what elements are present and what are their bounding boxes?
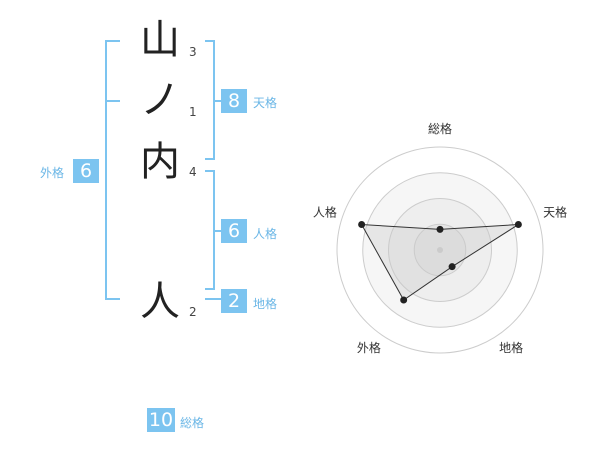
name-char-1: 山: [140, 17, 180, 63]
jinkaku-value: 6: [221, 219, 247, 243]
gaikaku-bracket-bottom: [105, 298, 120, 300]
soukaku-value: 10: [147, 408, 175, 432]
stroke-count-2: 1: [189, 105, 197, 119]
stroke-count-1: 3: [189, 45, 197, 59]
jinkaku-connector: [213, 230, 221, 232]
jinkaku-label: 人格: [253, 227, 278, 241]
tenkaku-connector: [213, 100, 221, 102]
chikaku-value: 2: [221, 289, 247, 313]
radar-series: [360, 223, 519, 301]
radar-axis-label-3: 外格: [357, 340, 381, 355]
radar-point-3: [400, 296, 408, 304]
gaikaku-bracket-mid: [105, 100, 120, 102]
soukaku-label: 総格: [180, 416, 205, 430]
stroke-count-4: 2: [189, 305, 197, 319]
name-char-2: ノ: [140, 77, 180, 123]
stroke-count-3: 4: [189, 165, 197, 179]
radar-center: [437, 247, 443, 253]
radar-point-4: [358, 221, 366, 229]
name-char-4: 人: [140, 279, 180, 325]
chikaku-connector: [205, 298, 221, 300]
gaikaku-value: 6: [73, 159, 99, 183]
tenkaku-bracket-top: [205, 40, 215, 42]
gaikaku-bracket-top: [105, 40, 120, 42]
radar-axis-label-1: 天格: [543, 205, 567, 220]
chikaku-label: 地格: [253, 297, 278, 311]
gaikaku-bracket-vertical: [105, 40, 107, 300]
radar-point-2: [448, 263, 456, 271]
radar-point-0: [436, 225, 444, 233]
jinkaku-bracket-top: [205, 170, 215, 172]
tenkaku-bracket-bottom: [205, 158, 215, 160]
radar-point-1: [514, 221, 522, 229]
gaikaku-label: 外格: [40, 166, 65, 180]
tenkaku-value: 8: [221, 89, 247, 113]
name-char-3: 内: [140, 139, 180, 185]
tenkaku-label: 天格: [253, 96, 278, 110]
radar-axis-label-4: 人格: [313, 205, 337, 220]
radar-axis-label-2: 地格: [499, 340, 523, 355]
radar-axis-label-0: 総格: [428, 121, 452, 136]
jinkaku-bracket-bottom: [205, 288, 215, 290]
